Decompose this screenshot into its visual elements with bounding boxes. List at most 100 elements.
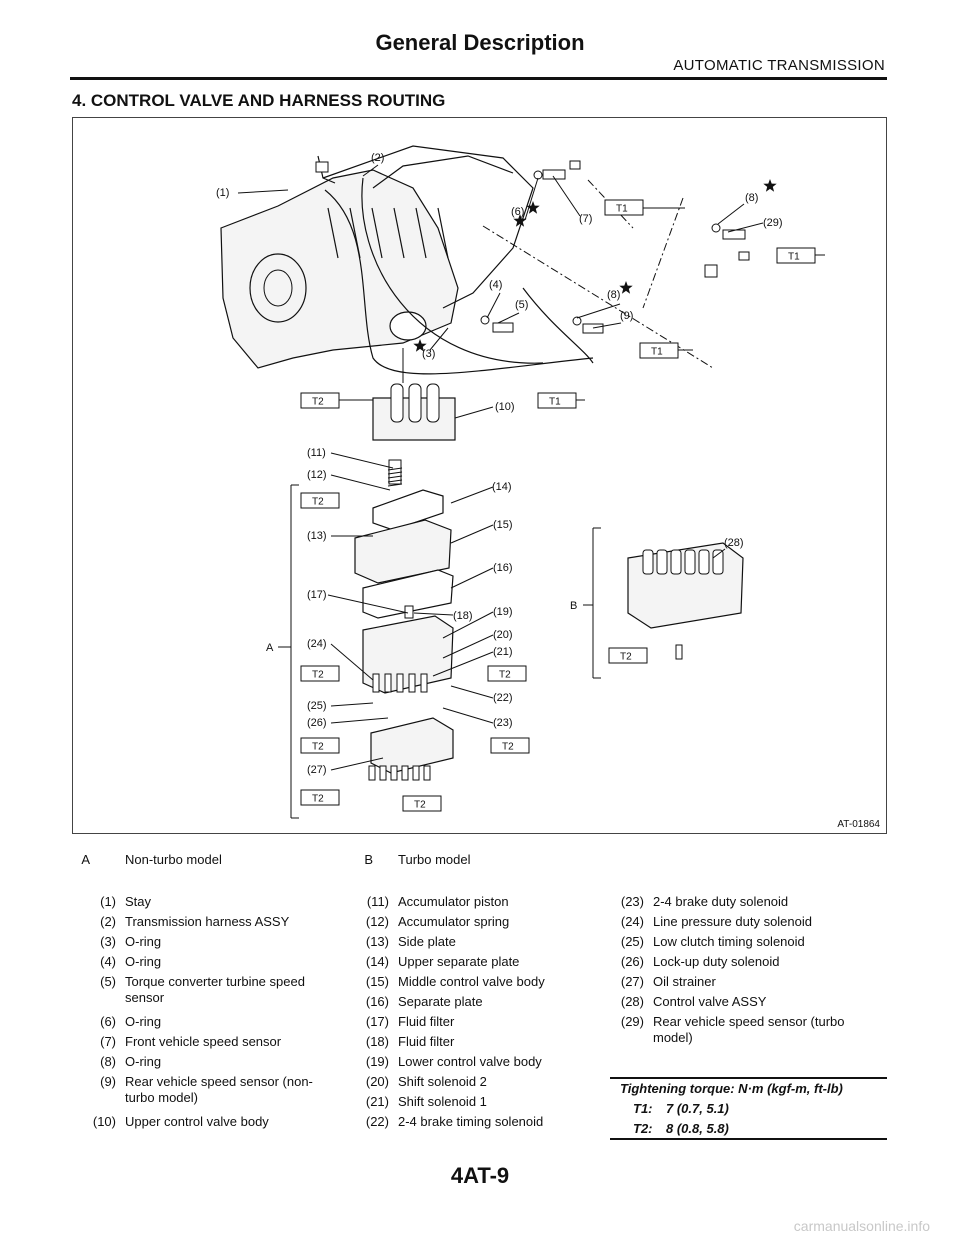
routing-line [642, 197, 684, 309]
harness-connector-icon [315, 161, 329, 173]
part-number: (27) [620, 974, 644, 989]
part-number: (22) [365, 1114, 389, 1129]
callout-label: (12) [307, 469, 327, 481]
torque-tag [300, 665, 340, 682]
torque-top-rule [610, 1077, 887, 1079]
fluid-filter-icon [404, 605, 414, 619]
callout-label: (7) [579, 213, 592, 225]
transmission-case-icon [372, 155, 514, 189]
solenoid-icon [396, 673, 404, 693]
part-name: 2-4 brake duty solenoid [653, 894, 789, 909]
leader-line [717, 203, 745, 225]
torque-tag-label: T1 [616, 204, 628, 215]
torque-tag [300, 492, 340, 509]
callout-label: (27) [307, 764, 327, 776]
leader-line [362, 164, 379, 177]
separate-plate-icon [362, 569, 454, 619]
torque-t1-value: 7 (0.7, 5.1) [666, 1101, 729, 1116]
torque-heading: Tightening torque: N·m (kgf-m, ft-lb) [620, 1081, 843, 1096]
star-icon [619, 281, 633, 294]
wiring-harness-icon [324, 189, 594, 375]
part-name: Oil strainer [653, 974, 716, 989]
callout-label: (22) [493, 692, 513, 704]
torque-bottom-rule [610, 1138, 887, 1140]
solenoid-icon [712, 549, 724, 575]
sensor-port-icon [389, 311, 427, 341]
solenoid-icon [642, 549, 654, 575]
torque-tag-label: T2 [312, 794, 324, 805]
solenoid-icon [420, 673, 428, 693]
part-number: (26) [620, 954, 644, 969]
spring-coil [387, 471, 403, 475]
callout-label: (13) [307, 530, 327, 542]
oil-strainer-icon [370, 717, 454, 774]
torque-tag-label: T2 [620, 652, 632, 663]
legend-a: A Non-turbo model [81, 852, 222, 867]
part-number: (18) [365, 1034, 389, 1049]
section-title: 4. CONTROL VALVE AND HARNESS ROUTING [72, 91, 446, 110]
callout-label: (28) [724, 537, 744, 549]
part-name: Side plate [398, 934, 456, 949]
torque-tag [300, 737, 340, 754]
callout-label: (6) [511, 206, 524, 218]
transmission-rib-icon [393, 207, 405, 259]
callout-label: (8) [745, 192, 758, 204]
callout-label: (26) [307, 717, 327, 729]
leader-line [442, 634, 494, 659]
part-name: Shift solenoid 1 [398, 1094, 487, 1109]
callout-label: (11) [307, 447, 326, 459]
part-number: (13) [365, 934, 389, 949]
leader-line [429, 327, 449, 351]
part-name: Middle control valve body [398, 974, 545, 989]
o-ring-icon [711, 223, 721, 233]
solenoid-icon [656, 549, 668, 575]
solenoid-icon [372, 673, 380, 693]
part-number: (1) [100, 894, 116, 909]
torque-tag [300, 789, 340, 806]
side-plate-icon [372, 489, 444, 531]
callout-label: (3) [422, 348, 435, 360]
solenoid-icon [684, 549, 696, 575]
leader-line [330, 702, 374, 707]
diagram-svg: AB(1)(2)(3)(4)(5)(6)(7)(8)(8)(9)(10)(11)… [216, 145, 825, 819]
spring-coil [387, 475, 403, 479]
part-name: O-ring [125, 1054, 162, 1069]
part-number: (21) [365, 1094, 389, 1109]
page-number: 4AT-9 [450, 1163, 510, 1188]
part-name: Accumulator piston [398, 894, 509, 909]
bolt-icon [379, 765, 387, 781]
leader-line [450, 685, 494, 699]
part-name: Control valve ASSY [653, 994, 767, 1009]
callout-label: (9) [620, 310, 633, 322]
leader-line [413, 612, 454, 616]
leader-line [454, 406, 494, 419]
star-icon [413, 339, 427, 352]
header-divider [70, 77, 887, 80]
accumulator-icon [408, 383, 422, 423]
part-number: (28) [620, 994, 644, 1009]
bolt-icon [738, 251, 750, 261]
torque-tag [608, 647, 648, 664]
watermark: carmanualsonline.info [793, 1218, 930, 1234]
part-number: (19) [365, 1054, 389, 1069]
transmission-rib-icon [327, 207, 339, 259]
leader-line [450, 486, 494, 504]
accumulator-icon [426, 383, 440, 423]
torque-tag-label: T1 [788, 252, 800, 263]
leader-line [592, 322, 622, 329]
figure-code: AT-01864 [837, 819, 880, 830]
leader-line [486, 292, 501, 319]
transmission-case-icon [220, 169, 459, 369]
torque-tag-label: T2 [312, 497, 324, 508]
legend-b: B Turbo model [364, 852, 471, 867]
part-name: Rear vehicle speed sensor (turbo model) [653, 1014, 845, 1045]
part-name: O-ring [125, 1014, 162, 1029]
solenoid-icon [698, 549, 710, 575]
callout-label: (5) [515, 299, 528, 311]
leader-line [330, 757, 384, 771]
callout-label: (2) [371, 152, 384, 164]
part-name: Low clutch timing solenoid [653, 934, 805, 949]
part-name: Transmission harness ASSY [125, 914, 290, 929]
o-ring-icon [480, 315, 490, 325]
